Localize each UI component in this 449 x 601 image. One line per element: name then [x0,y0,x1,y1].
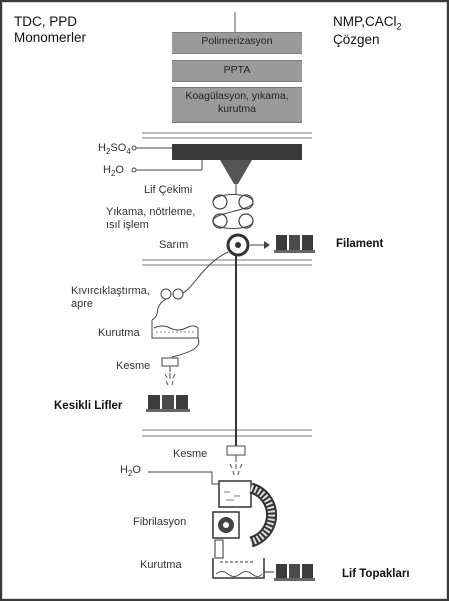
washing-label: Yıkama, nötrleme, ısıl işlem [106,206,195,231]
solvent-input-label: NMP,CACl2 Çözgen [333,14,402,48]
ppta-box [172,60,302,82]
coagulation-label: Koagülasyon, yıkama, kurutma [172,90,302,115]
pulp-cutter [226,445,246,476]
pulp-product-boxes [274,564,315,581]
spinneret-bath [172,144,302,160]
staple-fiber-product-label: Kesikli Lifler [54,400,123,412]
staple-branch-line [179,251,229,295]
coagulation-line2: kurutma [218,102,256,115]
roller-thread [212,194,254,229]
h2so4-label: H2SO4 [98,142,131,157]
ppta-label: PPTA [223,64,251,76]
h2o-label-pulp: H2O [120,464,141,479]
winding-label: Sarım [159,239,189,251]
spinneret-cone [220,160,252,184]
h2o-label-spinning: H2O [103,164,124,179]
monomer-input-line1: TDC, PPD [14,14,78,29]
monomer-input-line2: Monomerler [14,29,87,45]
pulp-drying-label: Kurutma [140,559,182,571]
washing-line1: Yıkama, nötrleme, [106,206,196,218]
stage-separators [142,132,312,437]
crimping-line2: apre [71,297,94,310]
filament-product-label: Filament [336,238,384,250]
staple-cutting-label: Kesme [116,360,151,372]
fibrillation-unit [212,480,278,559]
coagulation-line1: Koagülasyon, yıkama, [185,90,289,102]
fibrillation-label: Fibrilasyon [133,516,187,528]
coagulation-box [172,87,302,123]
solvent-input-line2: Çözgen [333,32,380,48]
polymerization-label: Polimerizasyon [201,35,273,47]
pulp-drying-unit [212,558,274,579]
pulp-product-label: Lif Topakları [342,568,410,580]
staple-cutter [161,357,179,386]
staple-fiber-boxes [146,395,190,412]
pulp-cutting-label: Kesme [173,448,208,460]
washing-line2: ısıl işlem [106,218,149,231]
drying-conveyor [151,320,199,339]
monomer-input-label: TDC, PPD Monomerler [14,14,86,45]
staple-drying-label: Kurutma [98,327,140,339]
solvent-input-line1: NMP,CACl2 [333,14,402,32]
crimping-line1: Kıvırcıklaştırma, [71,285,150,297]
fiber-drawing-label: Lif Çekimi [144,184,193,196]
crimping-rollers [160,288,184,300]
crimping-label: Kıvırcıklaştırma, apre [71,285,150,310]
polymerization-box [172,32,302,54]
water-feed-line [148,471,222,485]
filament-bobbins [274,235,315,253]
drawing-rollers [212,194,254,229]
